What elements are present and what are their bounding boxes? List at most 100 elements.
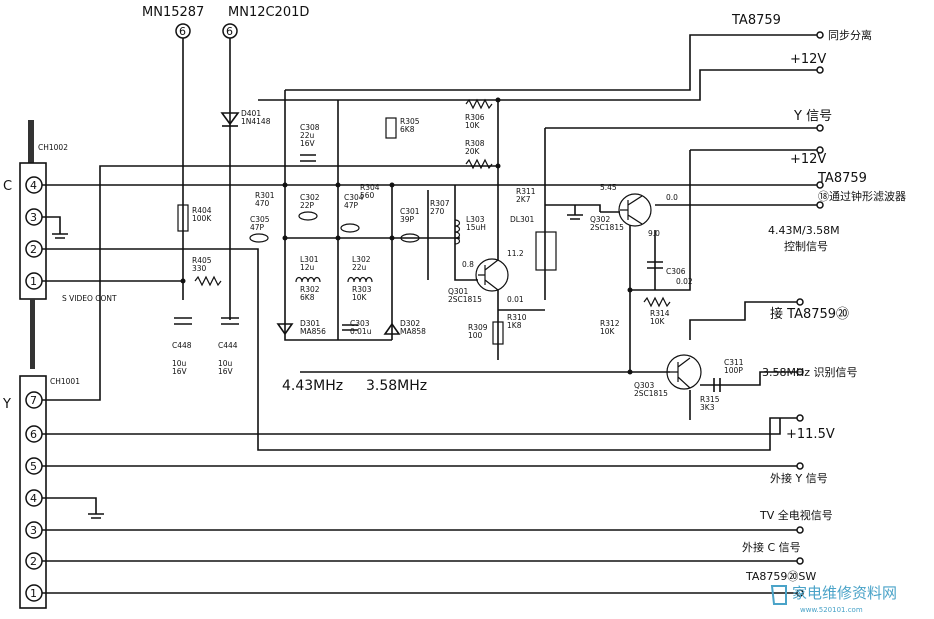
y-pin-5-label: 5 (30, 460, 37, 473)
junction-dot (495, 163, 501, 169)
wire-y-pin6 (42, 418, 781, 435)
resistor-icon-r405 (194, 275, 222, 287)
q301-vc: 11.2 (507, 249, 524, 258)
y-pin-1-label: 1 (30, 587, 37, 600)
junction-dot (180, 278, 186, 284)
d401-label: D401 (241, 109, 261, 118)
right-terminals (796, 31, 824, 597)
r308-val: 20K (465, 147, 481, 156)
c308-v1: 22u (300, 131, 315, 140)
capacitor-icon-c301 (400, 233, 420, 243)
r311-val: 2K7 (516, 195, 531, 204)
label-mn15287: MN15287 (142, 5, 204, 20)
junction-dot (335, 182, 341, 188)
junction-dot (389, 235, 395, 241)
terminal-ta8759-20 (796, 298, 804, 306)
r310-val: 1K8 (507, 321, 522, 330)
q303-type: 2SC1815 (634, 389, 668, 398)
capacitor-icon-c311 (713, 378, 721, 392)
c303-val: 0.01u (350, 327, 372, 336)
junction-dot (627, 287, 633, 293)
y-pin-4-label: 4 (30, 492, 37, 505)
y-pin-2-label: 2 (30, 555, 37, 568)
connector-y-name: CH1001 (50, 377, 80, 386)
c301-label: C301 (400, 207, 420, 216)
r303-label: R303 (352, 285, 372, 294)
wire-c-pin3-ground (42, 216, 61, 234)
terminal-358-id (796, 368, 804, 376)
label-mn12c201d: MN12C201D (228, 5, 309, 20)
c304-label: C304 (344, 193, 364, 202)
r302-val: 6K8 (300, 293, 315, 302)
wire-y-pin7 (42, 165, 500, 401)
r301-label: R301 (255, 191, 275, 200)
terminal-y (816, 124, 824, 132)
c306-label: C306 (666, 267, 686, 276)
junction-dot (627, 369, 633, 375)
l302-val: 22u (352, 263, 367, 272)
r312-label: R312 (600, 319, 620, 328)
terminal-12v-a (816, 66, 824, 74)
q301-ve: 0.01 (507, 295, 524, 304)
terminal-sync (816, 31, 824, 39)
terminal-12v-b (816, 146, 824, 154)
label-358-id: 3.58MHz 识别信号 (762, 366, 858, 379)
label-ctrl-443: 4.43M/3.58M (768, 224, 840, 237)
label-ext-y: 外接 Y 信号 (770, 472, 828, 485)
wire-12v-a (258, 69, 820, 101)
c444-v2: 16V (218, 367, 234, 376)
c305-val: 47P (250, 223, 265, 232)
junction-dot (282, 182, 288, 188)
label-ta8759-mid: TA8759 (817, 171, 867, 186)
ground-icon (88, 513, 104, 519)
diode-icon-d401 (220, 112, 240, 126)
r405-val: 330 (192, 264, 207, 273)
q302-ve: 9.0 (648, 229, 660, 238)
watermark-url: www.520101.com (800, 606, 863, 614)
label-y-signal: Y 信号 (793, 109, 832, 124)
terminal-ctrl (816, 201, 824, 209)
top-ic-labels: MN15287 MN12C201D 6 6 (142, 5, 309, 39)
l301-label: L301 (300, 255, 319, 264)
wire-358-id (700, 371, 800, 386)
r311-label: R311 (516, 187, 536, 196)
dl301-label: DL301 (510, 215, 534, 224)
wire-ta8759-sync (285, 34, 820, 91)
label-tv-full: TV 全电视信号 (759, 508, 833, 522)
capacitor-icon-c444 (221, 317, 239, 325)
freq-358-label: 3.58MHz (366, 378, 427, 394)
c444-v1: 10u (218, 359, 233, 368)
d301-type: MA856 (300, 327, 326, 336)
q302-leads (620, 195, 643, 225)
label-ta8759-top: TA8759 (731, 13, 781, 28)
c305-label: C305 (250, 215, 270, 224)
r314-val: 10K (650, 317, 666, 326)
c-pin-2-label: 2 (30, 243, 37, 256)
label-bell-filter: ⑱通过钟形滤波器 (818, 189, 906, 203)
q301-type: 2SC1815 (448, 295, 482, 304)
d301-label: D301 (300, 319, 320, 328)
c448-label: C448 (172, 341, 192, 350)
watermark-text: 家电维修资料网 (792, 584, 897, 602)
r308-label: R308 (465, 139, 485, 148)
l302-label: L302 (352, 255, 371, 264)
r314-label: R314 (650, 309, 670, 318)
ground-icon (52, 233, 68, 239)
r307-val: 270 (430, 207, 445, 216)
connector-y: Y CH1001 7 6 5 4 3 2 1 (2, 375, 80, 609)
c304-val: 47P (344, 201, 359, 210)
wire-l303 (454, 185, 478, 281)
ground-icon (567, 214, 583, 220)
resistor-icon-r314 (643, 296, 671, 308)
junction-dot (389, 182, 395, 188)
r303-val: 10K (352, 293, 368, 302)
connector-c-lead (30, 299, 35, 369)
c448-v2: 16V (172, 367, 188, 376)
pin-6a-label: 6 (179, 25, 186, 38)
label-sync-sep: 同步分离 (828, 28, 872, 42)
r310-label: R310 (507, 313, 527, 322)
d401-type: 1N4148 (241, 117, 271, 126)
resistor-icon-r404 (177, 204, 189, 232)
l303-val: 15uH (466, 223, 486, 232)
